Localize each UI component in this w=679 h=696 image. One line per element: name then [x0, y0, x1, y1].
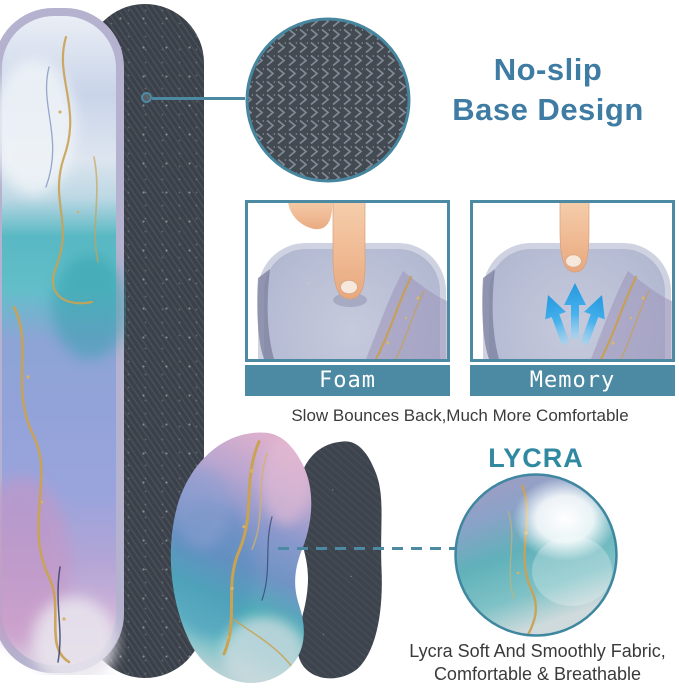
lycra-dashed-leader-line: [278, 547, 458, 550]
keyboard-pad-gold-veins: [12, 35, 99, 664]
fingernail: [340, 279, 358, 295]
lycra-caption: Lycra Soft And Smoothly Fabric, Comforta…: [395, 640, 679, 686]
lycra-title: LYCRA: [488, 443, 584, 473]
pressing-finger: [287, 194, 366, 300]
keyboard-wrist-rest: [0, 8, 126, 675]
foam-photo-frame: [245, 194, 450, 429]
lifted-finger: [559, 194, 590, 273]
no-slip-heading: No-slip Base Design: [420, 50, 676, 130]
foam-label-bar: Foam: [245, 365, 450, 396]
fabric-circle-border: [454, 473, 618, 637]
callout-leader-line: [152, 97, 245, 100]
herringbone-texture: [245, 17, 411, 183]
memory-rebound-photo: [473, 194, 672, 429]
fabric-details: [507, 477, 617, 636]
no-slip-heading-line1: No-slip: [493, 52, 603, 87]
memory-label-bar: Memory: [470, 365, 675, 396]
mouse-pad-gold-veins: [222, 440, 293, 668]
foam-panel: Foam: [245, 194, 450, 429]
mouse-base-shape: [296, 441, 382, 679]
memory-photo-frame: [470, 194, 675, 429]
fabric-sheen-highlight: [513, 477, 617, 561]
memory-pad-gold-vein: [599, 275, 650, 361]
base-texture-zoom-circle: [245, 17, 411, 183]
lycra-caption-line2: Comfortable & Breathable: [433, 664, 642, 684]
mouse-wrist-rest: [170, 432, 312, 683]
fingernail: [565, 254, 582, 268]
foam-pad-gold-vein: [374, 275, 425, 361]
keyboard-pad-marble-washes: [0, 59, 126, 675]
rebound-arrows-icon: [545, 283, 605, 346]
mouse-rest-base: [296, 441, 382, 679]
lycra-fabric-zoom-circle: [454, 473, 618, 637]
no-slip-heading-line2: Base Design: [452, 92, 644, 127]
lycra-caption-line1: Lycra Soft And Smoothly Fabric,: [409, 641, 666, 661]
callout-marker-dot: [141, 92, 152, 103]
foam-press-photo: [248, 194, 447, 429]
memory-panel: Memory: [470, 194, 675, 429]
foam-memory-caption: Slow Bounces Back,Much More Comfortable: [291, 406, 629, 425]
